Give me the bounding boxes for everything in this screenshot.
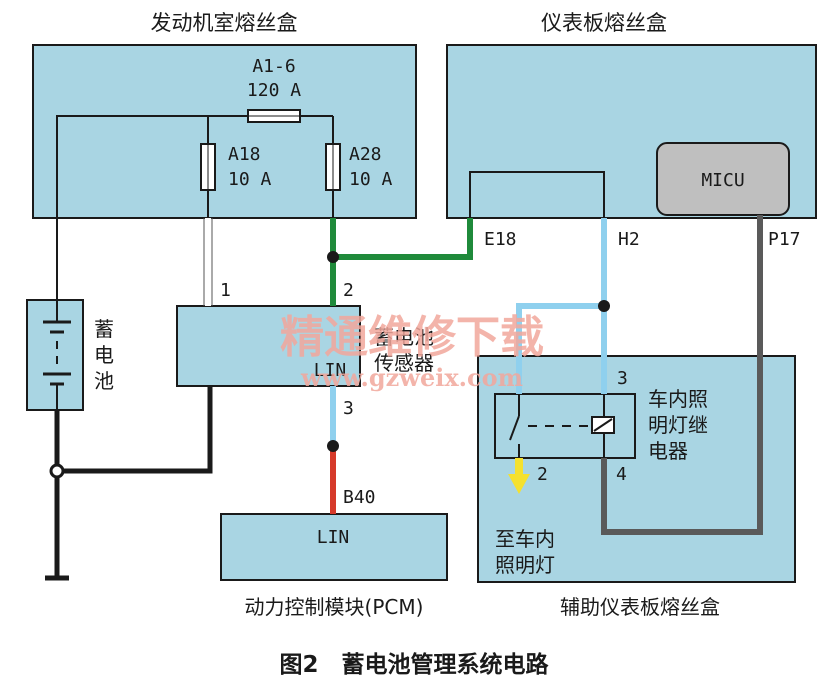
relay-coil-slash — [593, 418, 613, 432]
arrow-shaft — [515, 458, 523, 476]
pin-relay-2: 2 — [537, 464, 548, 485]
green-wire-to-e18 — [333, 218, 473, 260]
pin-e18: E18 — [484, 229, 517, 250]
pcm-box — [220, 513, 448, 581]
fuse-a28-id: A28 — [349, 144, 382, 165]
pin-relay-3: 3 — [617, 368, 628, 389]
lamp-note-1: 至车内 — [495, 527, 555, 551]
sensor-lin-label: LIN — [314, 360, 347, 381]
pcm-title: 动力控制模块(PCM) — [245, 595, 424, 619]
engine-fuse-box — [32, 44, 417, 219]
splice-blue — [598, 300, 610, 312]
pin-sensor-1: 1 — [220, 280, 231, 301]
splice-green — [327, 251, 339, 263]
dash-internal-wire — [469, 171, 605, 218]
battery-label-2: 电 — [94, 343, 114, 367]
pcm-lin-label: LIN — [317, 527, 350, 548]
battery-label-1: 蓄 — [94, 317, 114, 341]
micu-label: MICU — [701, 170, 744, 191]
sensor-label-1: 蓄电池 — [374, 325, 434, 349]
battery-box — [26, 299, 84, 411]
pin-sensor-3: 3 — [343, 398, 354, 419]
blue-wire-branch — [516, 303, 604, 394]
ground-splice — [49, 463, 65, 479]
splice-red — [327, 440, 339, 452]
aux-dash-fuse-box-title: 辅助仪表板熔丝盒 — [560, 595, 720, 619]
micu-box — [656, 142, 790, 216]
relay-label-2: 明灯继 — [648, 413, 708, 437]
battery-sensor-box — [176, 305, 361, 387]
battery-label-3: 池 — [94, 369, 114, 393]
pin-b40: B40 — [343, 487, 376, 508]
relay-label-3: 电器 — [648, 439, 688, 463]
relay-switch-blade — [509, 415, 520, 441]
arrow-down-icon — [508, 474, 530, 494]
relay-label-1: 车内照 — [648, 387, 708, 411]
fuse-a28-rating: 10 A — [349, 169, 393, 190]
pin-p17: P17 — [768, 229, 801, 250]
fuse-a18-id: A18 — [228, 144, 261, 165]
pin-relay-4: 4 — [616, 464, 627, 485]
watermark-url: www.gzweix.com — [300, 363, 523, 392]
pin-sensor-2: 2 — [343, 280, 354, 301]
fuse-a1-6-id: A1-6 — [252, 56, 295, 77]
sensor-label-2: 传感器 — [374, 351, 434, 375]
figure-caption: 图2 蓄电池管理系统电路 — [279, 651, 549, 678]
main-fuse-wire — [56, 115, 248, 300]
lamp-note-2: 照明灯 — [495, 553, 555, 577]
engine-fuse-box-title: 发动机室熔丝盒 — [151, 11, 298, 35]
dash-fuse-box-title: 仪表板熔丝盒 — [541, 11, 667, 35]
watermark-text: 精通维修下载 — [280, 312, 544, 363]
sensor-ground-wire — [57, 386, 213, 474]
gray-wire-p17 — [601, 215, 763, 535]
fuse-a1-6-rating: 120 A — [247, 80, 301, 101]
fuse-a18-rating: 10 A — [228, 169, 272, 190]
pin-h2: H2 — [618, 229, 640, 250]
relay-box — [494, 393, 636, 459]
